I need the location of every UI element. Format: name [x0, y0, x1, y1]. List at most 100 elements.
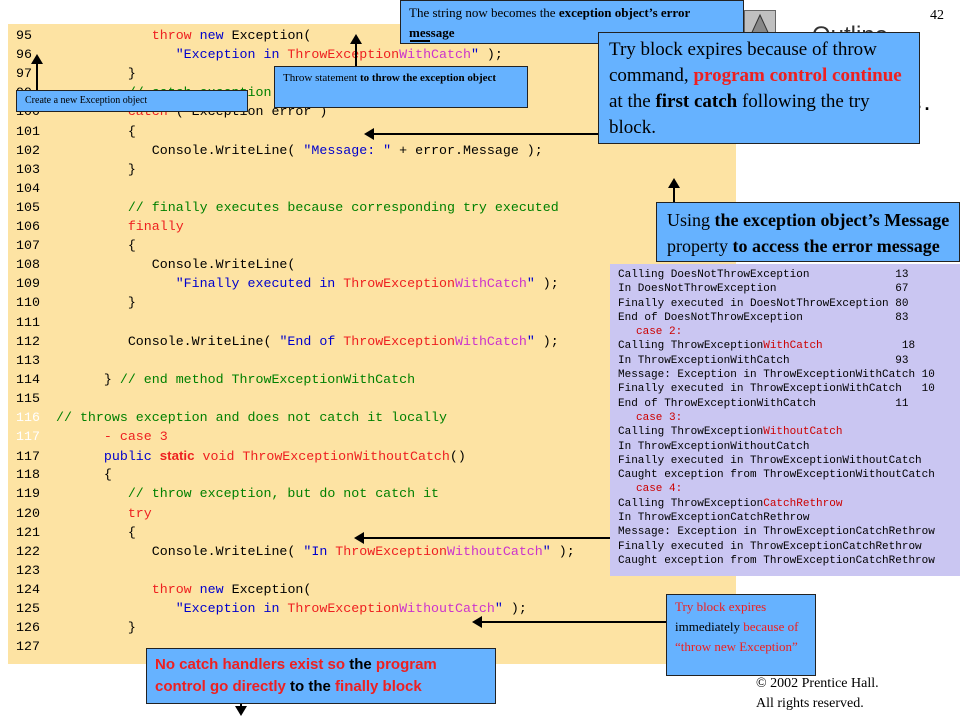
output-line: Finally executed in ThrowExceptionWithCa…	[618, 383, 935, 396]
line-code: // finally executes because correspondin…	[127, 199, 559, 215]
output-line: Caught exception from ThrowExceptionWith…	[618, 469, 935, 482]
line-number: 115	[16, 390, 40, 406]
callout-text-bold: to throw the exception object	[359, 72, 497, 84]
line-code: } // end method ThrowExceptionWithCatch	[56, 371, 416, 387]
code-line: 111	[16, 313, 56, 332]
line-number: 102	[16, 142, 40, 158]
line-number: 95	[16, 28, 32, 43]
callout-using-message: Using the exception object’s Message pro…	[656, 202, 960, 262]
output-line: Caught exception from ThrowExceptionCatc…	[618, 554, 935, 567]
line-number: 122	[16, 543, 40, 559]
code-line: 121 {	[16, 523, 136, 542]
code-line: 125 "Exception in ThrowExceptionWithoutC…	[16, 599, 527, 618]
output-line: End of ThrowExceptionWithCatch 11	[618, 397, 909, 410]
line-number: 124	[16, 581, 40, 597]
line-code: Console.WriteLine(	[56, 257, 296, 273]
line-code: Console.WriteLine( "In ThrowExceptionWit…	[56, 543, 575, 559]
callout-text-red: program control go directly	[155, 656, 437, 695]
line-code: Console.WriteLine( "End of ThrowExceptio…	[56, 333, 559, 349]
output-line: In ThrowExceptionWithoutCatch	[618, 440, 810, 453]
code-line: 107 {	[16, 236, 136, 255]
line-number: 119	[16, 486, 40, 502]
output-line: Finally executed in DoesNotThrowExceptio…	[618, 297, 909, 310]
callout-text-bold: the exception object’s Message	[714, 210, 950, 230]
output-line: Message: Exception in ThrowExceptionWith…	[618, 369, 935, 382]
arrow-try-expires	[370, 133, 598, 135]
callout-text: Create a new Exception object	[25, 95, 148, 106]
output-line: Calling ThrowExceptionWithoutCatch	[618, 426, 843, 439]
callout-text-red: program control continue	[693, 65, 902, 86]
line-code: "Exception in ThrowExceptionWithoutCatch…	[175, 601, 527, 616]
code-line: 126 }	[16, 618, 136, 637]
line-code: }	[56, 295, 136, 311]
output-line: Calling ThrowExceptionCatchRethrow	[618, 497, 843, 510]
code-line: 103 }	[16, 160, 136, 179]
output-line: case 4:	[636, 483, 683, 496]
code-line: 119 // throw exception, but do not catch…	[16, 484, 439, 503]
callout-text: the	[345, 656, 376, 673]
callout-text: property	[667, 236, 733, 256]
code-line: 105 // finally executes because correspo…	[16, 198, 559, 217]
output-line: case 2:	[636, 326, 683, 339]
arrow-create	[36, 60, 38, 90]
arrow-string	[410, 40, 430, 42]
code-line: 116// throws exception and does not catc…	[16, 408, 447, 427]
arrowhead-try-icon	[364, 128, 374, 140]
code-line: 123	[16, 561, 56, 580]
code-line: 108 Console.WriteLine(	[16, 255, 295, 274]
line-number: 121	[16, 524, 40, 540]
code-line: 124 throw new Exception(	[16, 580, 311, 599]
arrow-try-keyword	[360, 537, 610, 539]
line-number: 127	[16, 639, 40, 655]
arrow-try-immediately	[478, 621, 666, 623]
line-number: 126	[16, 620, 40, 636]
output-line: End of DoesNotThrowException 83	[618, 311, 909, 324]
callout-text-bold: first catch	[655, 91, 738, 112]
callout-text-bold: to access the error message	[732, 236, 940, 256]
line-code: // throw exception, but do not catch it	[127, 486, 440, 502]
line-code: finally	[127, 219, 184, 234]
arrowhead-immediately-icon	[472, 616, 482, 628]
arrowhead-create-icon	[31, 54, 43, 64]
callout-text: to the	[285, 678, 336, 695]
line-number: 114	[16, 371, 40, 387]
code-line: 114 } // end method ThrowExceptionWithCa…	[16, 370, 415, 389]
callout-text-bold: exception object’s error message	[409, 5, 690, 40]
line-code: "Finally executed in ThrowExceptionWithC…	[175, 276, 559, 292]
line-code: "Exception in ThrowExceptionWithCatch" )…	[175, 47, 503, 63]
line-code: {	[56, 238, 136, 254]
line-code: // throws exception and does not catch i…	[56, 410, 447, 425]
output-line: Message: Exception in ThrowExceptionCatc…	[618, 526, 935, 539]
line-number: 103	[16, 161, 40, 177]
callout-text: following the try block.	[609, 91, 870, 138]
arrowhead-trykeyword-icon	[354, 532, 364, 544]
line-number: 113	[16, 352, 40, 368]
code-line: 109 "Finally executed in ThrowExceptionW…	[16, 274, 559, 293]
arrowhead-using-icon	[668, 178, 680, 188]
callout-text: at the	[609, 91, 656, 112]
callout-text: Using	[667, 210, 715, 230]
code-line: 122 Console.WriteLine( "In ThrowExceptio…	[16, 542, 575, 561]
code-line: 120 try	[16, 504, 152, 523]
callout-try-expires: Try block expires because of throw comma…	[598, 32, 920, 144]
line-code: - case 3	[103, 429, 168, 445]
output-line: Calling ThrowExceptionWithCatch 18	[618, 340, 916, 353]
line-number: 117	[16, 429, 40, 445]
line-code: public static void ThrowExceptionWithout…	[103, 448, 466, 465]
arrow-using	[673, 184, 675, 202]
code-line: 117 - case 3	[16, 427, 168, 446]
arrowhead-nocatch-icon	[235, 706, 247, 716]
line-number: 117	[16, 449, 40, 465]
code-line: 106 finally	[16, 217, 184, 236]
line-number: 120	[16, 505, 40, 521]
line-number: 109	[16, 276, 40, 292]
copyright-line: © 2002 Prentice Hall.	[756, 676, 879, 691]
line-code: }	[56, 161, 136, 177]
output-line: Finally executed in ThrowExceptionCatchR…	[618, 540, 922, 553]
line-number: 101	[16, 123, 40, 139]
code-line: 118 {	[16, 465, 112, 484]
line-code: }	[56, 66, 136, 82]
code-line: 127	[16, 637, 56, 656]
line-code: throw new Exception(	[151, 28, 312, 43]
